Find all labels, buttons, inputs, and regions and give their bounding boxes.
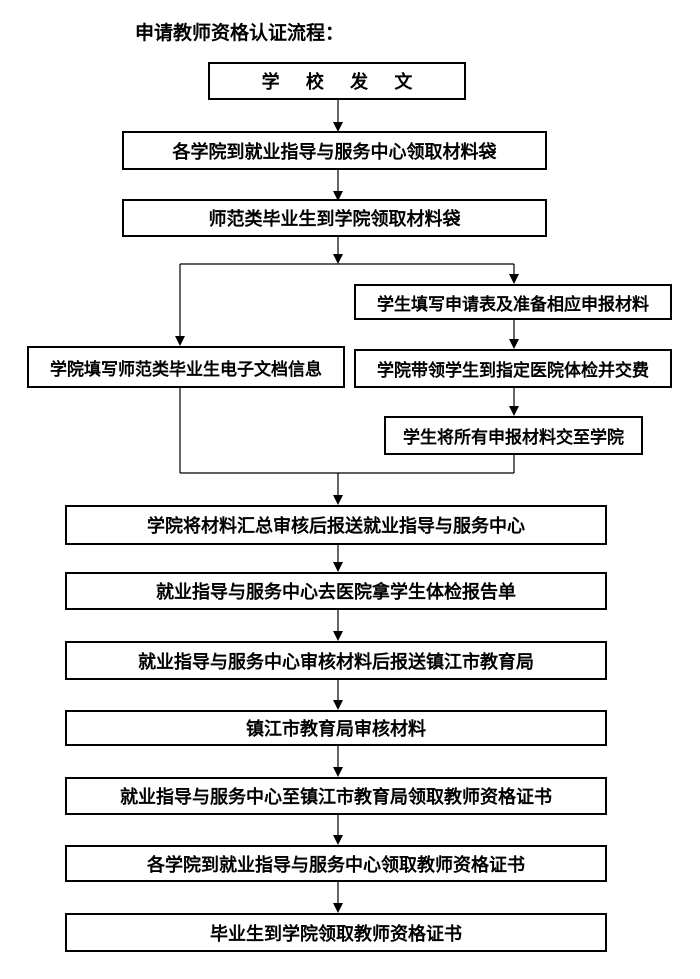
step-colleges-collect-certificates: 各学院到就业指导与服务中心领取教师资格证书 xyxy=(65,845,607,882)
step-center-review-submit-bureau-label: 就业指导与服务中心审核材料后报送镇江市教育局 xyxy=(138,651,534,673)
step-collect-material-bag-center-label: 各学院到就业指导与服务中心领取材料袋 xyxy=(172,141,497,163)
step-collect-material-bag-center: 各学院到就业指导与服务中心领取材料袋 xyxy=(122,131,547,170)
step-colleges-collect-certificates-label: 各学院到就业指导与服务中心领取教师资格证书 xyxy=(147,854,525,876)
step-students-collect-bag: 师范类毕业生到学院领取材料袋 xyxy=(122,199,547,237)
page-title: 申请教师资格认证流程： xyxy=(135,22,345,44)
step-center-get-medical-report-label: 就业指导与服务中心去医院拿学生体检报告单 xyxy=(156,582,516,603)
step-submit-materials-label: 学生将所有申报材料交至学院 xyxy=(403,428,624,448)
step-students-fill-form-label: 学生填写申请表及准备相应申报材料 xyxy=(377,294,649,315)
step-bureau-review-label: 镇江市教育局审核材料 xyxy=(246,719,426,740)
step-graduates-collect-certificates-label: 毕业生到学院领取教师资格证书 xyxy=(210,923,462,945)
step-submit-materials: 学生将所有申报材料交至学院 xyxy=(384,416,643,455)
step-college-fill-info: 学院填写师范类毕业生电子文档信息 xyxy=(27,346,345,388)
step-medical-exam: 学院带领学生到指定医院体检并交费 xyxy=(354,349,672,388)
step-center-collect-certificates-label: 就业指导与服务中心至镇江市教育局领取教师资格证书 xyxy=(120,787,552,808)
step-college-fill-info-label: 学院填写师范类毕业生电子文档信息 xyxy=(50,359,322,380)
step-school-notice-label: 学 校 发 文 xyxy=(261,72,423,93)
step-graduates-collect-certificates: 毕业生到学院领取教师资格证书 xyxy=(65,913,607,952)
step-college-review-submit: 学院将材料汇总审核后报送就业指导与服务中心 xyxy=(65,505,607,545)
step-bureau-review: 镇江市教育局审核材料 xyxy=(65,710,607,746)
step-center-collect-certificates: 就业指导与服务中心至镇江市教育局领取教师资格证书 xyxy=(65,777,607,815)
step-college-review-submit-label: 学院将材料汇总审核后报送就业指导与服务中心 xyxy=(147,516,525,537)
step-students-fill-form: 学生填写申请表及准备相应申报材料 xyxy=(354,284,672,320)
step-center-get-medical-report: 就业指导与服务中心去医院拿学生体检报告单 xyxy=(65,572,607,610)
step-center-review-submit-bureau: 就业指导与服务中心审核材料后报送镇江市教育局 xyxy=(65,641,607,680)
step-school-notice: 学 校 发 文 xyxy=(208,62,466,100)
step-medical-exam-label: 学院带领学生到指定医院体检并交费 xyxy=(377,361,649,381)
step-students-collect-bag-label: 师范类毕业生到学院领取材料袋 xyxy=(208,209,461,230)
